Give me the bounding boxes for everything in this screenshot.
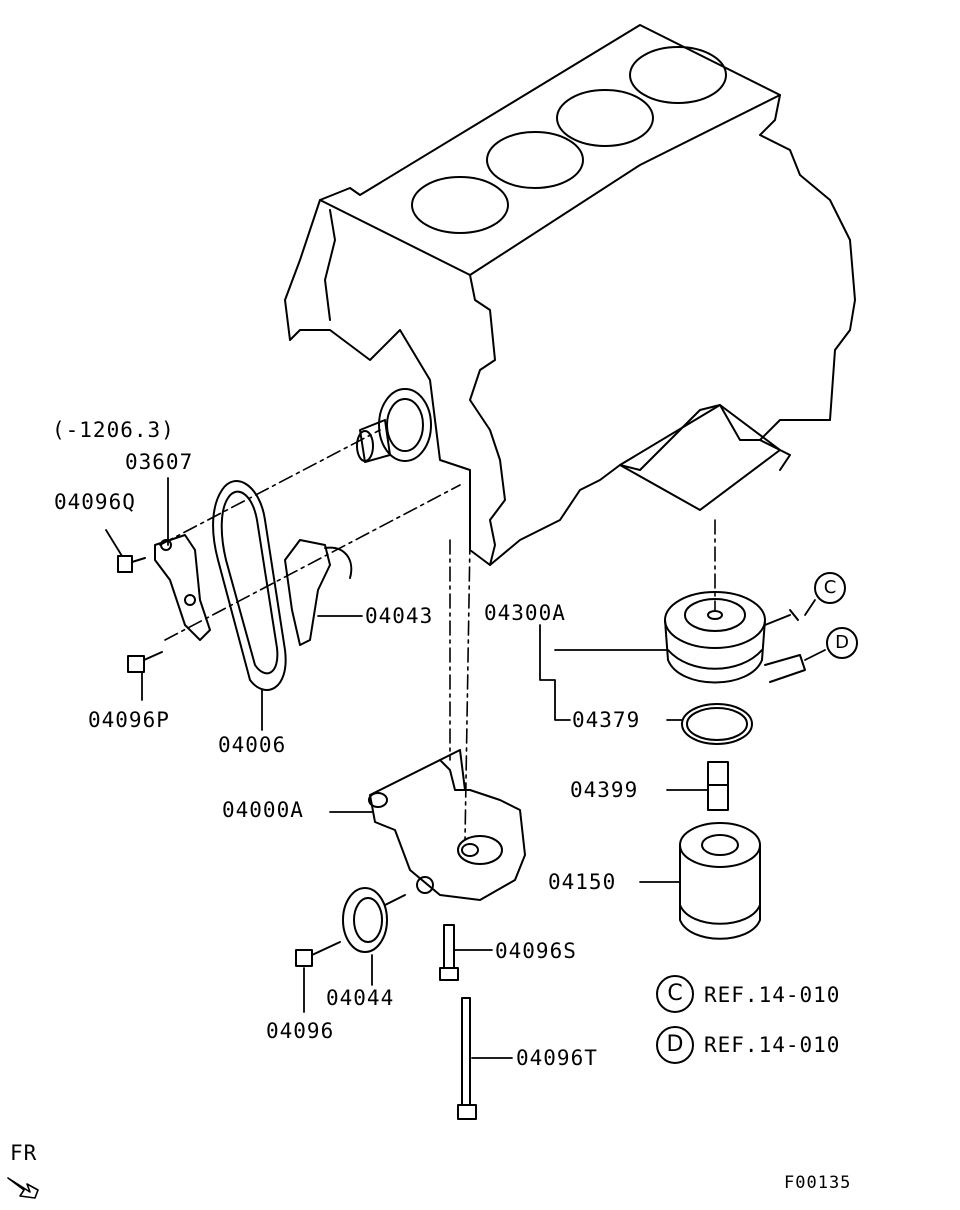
part-label-04150[interactable]: 04150 <box>548 870 617 894</box>
pump-sprocket <box>342 887 406 953</box>
leader-lines <box>105 477 826 1059</box>
bolt-04096P <box>127 651 163 673</box>
chain <box>212 480 287 691</box>
date-note: (-1206.3) <box>52 418 175 442</box>
part-label-04043[interactable]: 04043 <box>365 604 434 628</box>
bolt-04096T <box>457 997 477 1120</box>
direction-label: FR <box>10 1141 38 1165</box>
ref-marker-d: D <box>656 1026 694 1064</box>
front-arrow <box>7 1177 39 1199</box>
part-label-04044[interactable]: 04044 <box>326 986 395 1010</box>
ref-text-c[interactable]: REF.14-010 <box>704 983 841 1007</box>
part-label-04096T[interactable]: 04096T <box>516 1046 598 1070</box>
part-label-04096P[interactable]: 04096P <box>88 708 170 732</box>
oil-cooler <box>664 591 806 684</box>
chain-guide <box>154 534 211 641</box>
callout-c[interactable]: C <box>814 572 846 604</box>
part-label-04379[interactable]: 04379 <box>572 708 641 732</box>
stud <box>707 761 729 811</box>
part-label-03607[interactable]: 03607 <box>125 450 194 474</box>
ref-marker-c: C <box>656 975 694 1013</box>
bolt-04096 <box>295 941 341 967</box>
engine-block <box>284 24 856 566</box>
bolt-04096Q <box>117 555 146 573</box>
part-label-04300A[interactable]: 04300A <box>484 601 566 625</box>
part-label-04096[interactable]: 04096 <box>266 1019 335 1043</box>
part-label-04006[interactable]: 04006 <box>218 733 287 757</box>
oil-filter <box>679 822 761 940</box>
o-ring <box>681 703 753 745</box>
part-label-04000A[interactable]: 04000A <box>222 798 304 822</box>
crank-sprocket <box>356 388 432 463</box>
part-label-04399[interactable]: 04399 <box>570 778 639 802</box>
figure-code: F00135 <box>784 1173 852 1193</box>
oil-pump <box>368 749 526 901</box>
part-label-04096Q[interactable]: 04096Q <box>54 490 136 514</box>
part-label-04096S[interactable]: 04096S <box>495 939 577 963</box>
ref-text-d[interactable]: REF.14-010 <box>704 1033 841 1057</box>
tensioner <box>284 539 353 646</box>
bolt-04096S <box>439 924 459 981</box>
callout-d[interactable]: D <box>826 627 858 659</box>
